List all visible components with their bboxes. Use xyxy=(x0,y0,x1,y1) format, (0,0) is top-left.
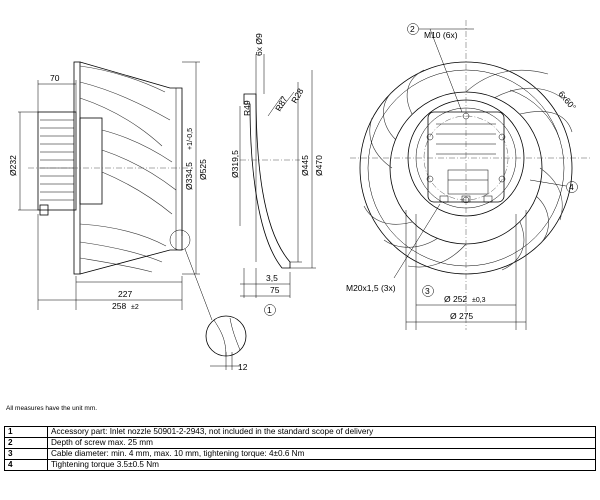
callout-1 xyxy=(264,304,276,316)
callout-4-label: 4 xyxy=(569,182,574,192)
note-number: 4 xyxy=(4,459,48,471)
dim-258: 258 xyxy=(112,301,126,311)
dim-r49: R49 xyxy=(242,100,252,116)
dim-252-tol: ±0,3 xyxy=(472,297,486,304)
nozzle-view: 6x Ø9 R49 R87 R28 Ø319,5 Ø445 Ø470 3,5 7… xyxy=(230,33,324,316)
note-number: 3 xyxy=(4,448,48,460)
dim-232: Ø232 xyxy=(8,155,18,176)
callout-3-label: 3 xyxy=(425,286,430,296)
detail-leader xyxy=(184,248,213,321)
dim-227: 227 xyxy=(118,289,132,299)
dim-6x9: 6x Ø9 xyxy=(254,33,264,56)
dim-258-tol: ±2 xyxy=(131,304,139,311)
dim-252: Ø 252 xyxy=(444,294,467,304)
nozzle-profile xyxy=(243,93,291,269)
detail-circle xyxy=(169,229,191,251)
callout-2-label: 2 xyxy=(410,24,415,34)
m20-label: M20x1,5 (3x) xyxy=(346,283,396,293)
angle-6x60: 6x60° xyxy=(556,89,578,112)
note-number: 1 xyxy=(4,426,48,438)
callout-1-label: 1 xyxy=(267,305,272,315)
callout-3 xyxy=(422,285,434,297)
impeller-blades xyxy=(79,65,177,273)
front-view: 2 M10 (6x) 6x60° 4 M20x1,5 (3x) 3 Ø 252 … xyxy=(346,20,590,330)
motor-fins xyxy=(40,119,74,201)
technical-drawing: 70 Ø232 Ø334,5 +1/-0,5 Ø525 227 258 ±2 1… xyxy=(8,20,590,372)
dim-3-5: 3,5 xyxy=(266,273,278,283)
dim-75: 75 xyxy=(270,285,280,295)
dim-r28: R28 xyxy=(289,86,306,105)
dim-334-5-tol: +1/-0,5 xyxy=(187,128,194,150)
dim-470: Ø470 xyxy=(314,155,324,176)
dim-12: 12 xyxy=(238,362,248,372)
cable-gland xyxy=(39,204,49,216)
m10-holes xyxy=(426,112,506,204)
dim-445: Ø445 xyxy=(300,155,310,176)
dim-525: Ø525 xyxy=(198,159,208,180)
note-text: Cable diameter: min. 4 mm, max. 10 mm, t… xyxy=(47,448,596,460)
callout-2 xyxy=(407,23,419,35)
dim-319-5: Ø319,5 xyxy=(230,150,240,178)
side-view: 70 Ø232 Ø334,5 +1/-0,5 Ø525 227 258 ±2 1… xyxy=(8,61,248,372)
m10-label: M10 (6x) xyxy=(424,30,458,40)
dim-275: Ø 275 xyxy=(450,311,473,321)
dim-334-5: Ø334,5 xyxy=(184,162,194,190)
hub xyxy=(79,117,103,205)
motor-housing xyxy=(37,111,77,211)
units-note: All measures have the unit mm. xyxy=(6,405,98,412)
callout-4 xyxy=(566,181,578,193)
detail-profile xyxy=(213,317,241,357)
dim-70: 70 xyxy=(50,73,60,83)
note-text: Depth of screw max. 25 mm xyxy=(47,437,596,449)
note-text: Tightening torque 3.5±0.5 Nm xyxy=(47,459,596,471)
note-number: 2 xyxy=(4,437,48,449)
note-text: Accessory part: Inlet nozzle 50901-2-294… xyxy=(47,426,596,438)
